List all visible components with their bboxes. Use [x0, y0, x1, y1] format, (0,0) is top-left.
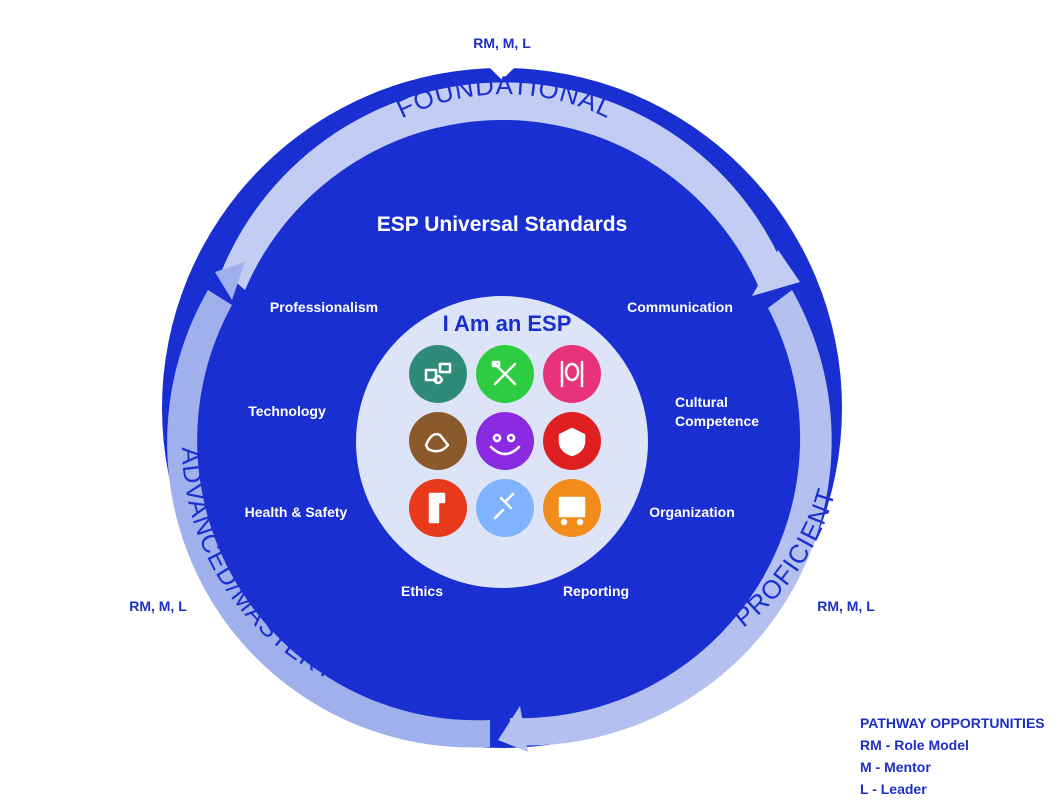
- standard-ethics: Ethics: [401, 583, 443, 599]
- left-notch: [150, 600, 205, 638]
- clerical-services-icon: [409, 345, 467, 403]
- standard-cultural-line1: Cultural: [675, 394, 728, 410]
- legend-title: PATHWAY OPPORTUNITIES: [860, 715, 1045, 731]
- proficient-arrow: [510, 290, 832, 746]
- left-pathway-marker: RM, M, L: [129, 598, 187, 614]
- standard-communication: Communication: [627, 299, 733, 315]
- standard-organization: Organization: [649, 504, 735, 520]
- top-pathway-marker: RM, M, L: [473, 35, 531, 51]
- paraeducator-icon: [409, 412, 467, 470]
- top-notch: [479, 57, 525, 80]
- standard-health-safety: Health & Safety: [245, 504, 348, 520]
- legend-item-role-model: RM - Role Model: [860, 737, 969, 753]
- legend-item-leader: L - Leader: [860, 781, 927, 797]
- standard-cultural-line2: Competence: [675, 413, 759, 429]
- right-pathway-marker: RM, M, L: [817, 598, 875, 614]
- foundational-arrow-head: [752, 250, 800, 296]
- advanced-arrow-head: [215, 262, 245, 300]
- custodial-maintenance-icon: [476, 345, 534, 403]
- health-student-services-icon: [476, 412, 534, 470]
- security-services-icon: [543, 412, 601, 470]
- skilled-trades-icon: [409, 479, 467, 537]
- ring-arrows: [167, 82, 832, 752]
- esp-career-icons: [409, 345, 601, 537]
- universal-standards-title: ESP Universal Standards: [377, 213, 628, 236]
- standard-reporting: Reporting: [563, 583, 629, 599]
- foundational-arrow: [222, 82, 785, 290]
- food-services-icon: [543, 345, 601, 403]
- proficient-arrow-head: [498, 706, 528, 752]
- right-notch: [800, 600, 848, 640]
- advanced-arrow: [167, 290, 491, 748]
- standard-professionalism: Professionalism: [270, 299, 378, 315]
- standard-technology: Technology: [248, 403, 326, 419]
- transportation-icon: [543, 479, 601, 537]
- pathway-legend: PATHWAY OPPORTUNITIES RM - Role Model M …: [860, 712, 1045, 800]
- legend-item-mentor: M - Mentor: [860, 759, 931, 775]
- center-title: I Am an ESP: [443, 311, 572, 336]
- technical-services-icon: [476, 479, 534, 537]
